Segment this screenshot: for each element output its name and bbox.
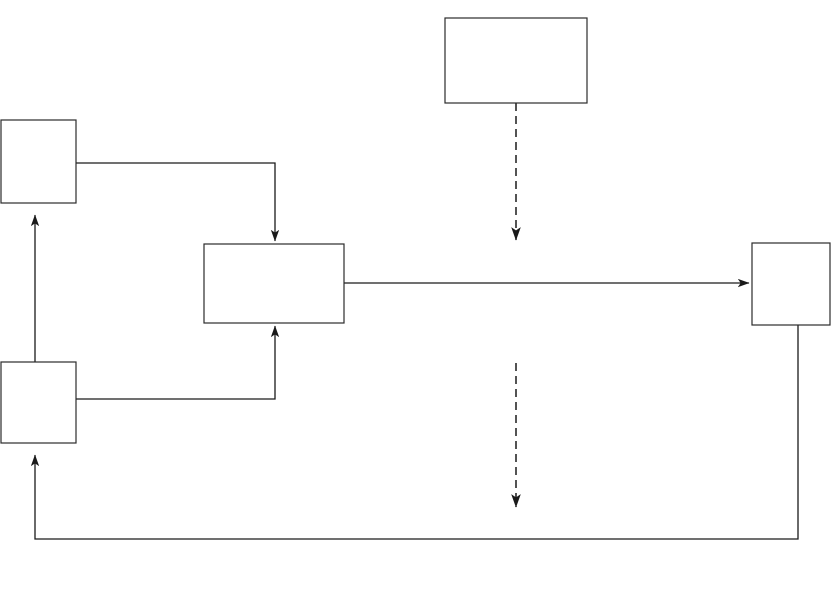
box-right-rect[interactable] bbox=[751, 242, 831, 326]
box-middle-rect[interactable] bbox=[203, 243, 345, 324]
box-middle[interactable] bbox=[203, 243, 345, 324]
box-right[interactable] bbox=[751, 242, 831, 326]
box-top-left-rect[interactable] bbox=[0, 119, 77, 204]
box-top-left[interactable] bbox=[0, 119, 77, 204]
box-top-center-rect[interactable] bbox=[444, 17, 588, 104]
box-bottom-left-rect[interactable] bbox=[0, 361, 77, 444]
conn-right-feedback-to-bottom-left[interactable] bbox=[30, 325, 799, 540]
conn-top-left-to-middle[interactable] bbox=[76, 162, 280, 242]
node-layer bbox=[0, 17, 831, 444]
box-top-center[interactable] bbox=[444, 17, 588, 104]
connector-layer bbox=[30, 103, 799, 540]
conn-bottom-left-to-middle[interactable] bbox=[76, 325, 280, 400]
box-bottom-left[interactable] bbox=[0, 361, 77, 444]
